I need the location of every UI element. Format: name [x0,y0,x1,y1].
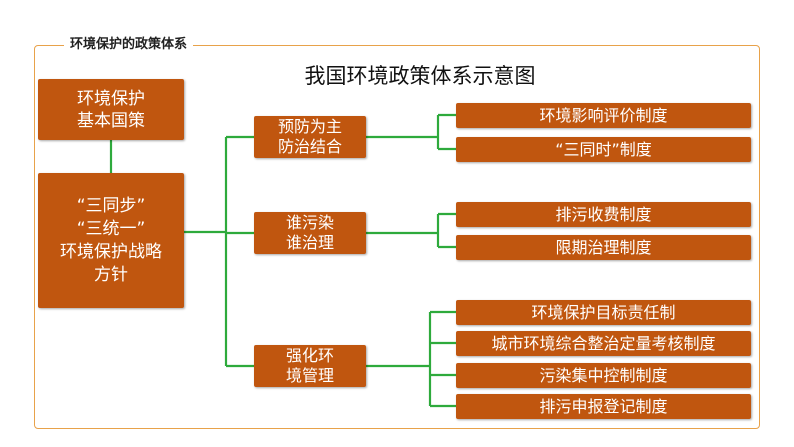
node-basic-national-policy: 环境保护 基本国策 [38,79,184,140]
policy-system-frame [34,45,760,429]
diagram-title: 我国环境政策体系示意图 [304,64,536,88]
leaf-three-simultaneous: “三同时”制度 [456,137,751,162]
leaf-urban-assessment: 城市环境综合整治定量考核制度 [456,331,751,356]
leaf-centralized-control: 污染集中控制制度 [456,363,751,388]
node-polluter-pays: 谁污染 谁治理 [254,212,366,254]
leaf-eia-system: 环境影响评价制度 [456,103,751,128]
leaf-discharge-registration: 排污申报登记制度 [456,394,751,419]
frame-label: 环境保护的政策体系 [64,37,194,53]
leaf-discharge-fee: 排污收费制度 [456,202,751,227]
node-prevention-first: 预防为主 防治结合 [254,116,366,158]
leaf-target-responsibility: 环境保护目标责任制 [456,300,751,325]
leaf-deadline-treatment: 限期治理制度 [456,235,751,260]
node-strategy-guideline: “三同步” “三统一” 环境保护战略 方针 [38,173,184,308]
node-strengthen-management: 强化环 境管理 [254,345,366,387]
